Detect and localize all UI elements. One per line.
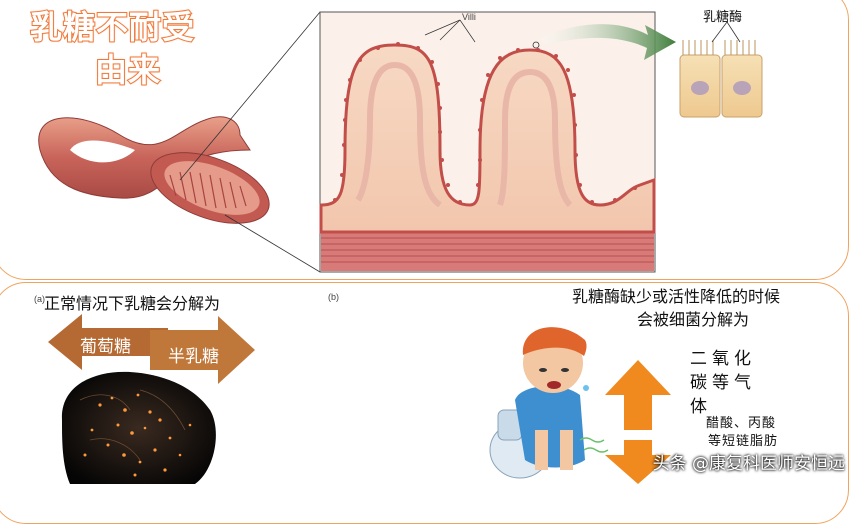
gas-line2: 碳等气	[690, 373, 756, 393]
enzyme-label: 乳糖酶	[703, 10, 743, 25]
title-line1: 乳糖不耐受	[29, 7, 196, 47]
product-galactose: 半乳糖	[168, 347, 219, 367]
figure-label-a: (a)	[34, 294, 45, 304]
deficient-heading-line1: 乳糖酶缺少或活性降低的时候	[572, 287, 781, 306]
villi-label: Villi	[462, 12, 476, 22]
title-line2: 由来	[94, 50, 162, 90]
gas-line3: 体	[690, 397, 707, 417]
deficient-heading-line2: 会被细菌分解为	[637, 310, 750, 329]
figure-label-b: (b)	[328, 292, 339, 302]
watermark: 头条 @康复科医师安恒远	[652, 454, 845, 474]
product-glucose: 葡萄糖	[80, 337, 131, 357]
normal-heading: 正常情况下乳糖会分解为	[44, 294, 221, 313]
acid-line2: 等短链脂肪	[708, 434, 779, 449]
intestine-illustration	[38, 11, 763, 484]
acid-line1: 醋酸、丙酸	[706, 416, 777, 431]
gas-line1: 二氧化	[690, 349, 756, 369]
